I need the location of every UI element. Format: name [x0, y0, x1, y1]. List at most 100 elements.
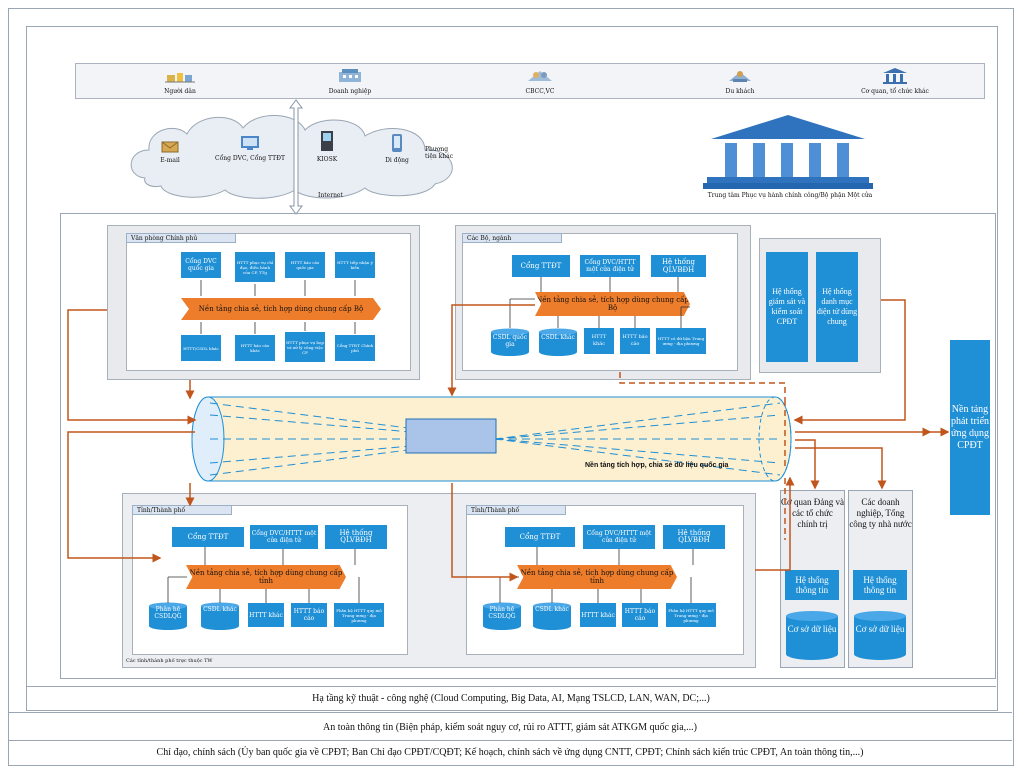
government-office-title: Văn phòng Chính phủ	[126, 233, 236, 243]
channel-other: Phương tiện khác	[425, 146, 454, 160]
prov-platform: Nền tảng chia sẻ, tích hợp dùng chung cấ…	[517, 565, 677, 589]
prov-top-box: Hệ thống QLVBĐH	[325, 525, 387, 549]
min-bottom-box: HTTT có dữ liệu Trung ương - địa phương	[656, 328, 706, 354]
prov-platform: Nền tảng chia sẻ, tích hợp dùng chung cấ…	[186, 565, 346, 589]
tourist-icon	[729, 71, 751, 82]
prov-bottom-box: Phân hệ HTTT quy mô Trung ương - địa phư…	[334, 603, 384, 627]
prov-top-box: Cổng TTĐT	[172, 527, 244, 547]
enterprises-title: Các doanh nghiệp, Tổng công ty nhà nước	[849, 497, 912, 529]
enterprises-db-label: Cơ sở dữ liệu	[855, 624, 905, 634]
gov-bottom-box: HTTT phục vụ họp và xử lý công việc CP	[285, 332, 325, 362]
user-label: CBCC,VC	[525, 88, 555, 95]
gov-top-box: HTTT tiếp nhận ý kiến	[335, 252, 375, 278]
security-label: An toàn thông tin (Biện pháp, kiểm soát …	[323, 721, 697, 733]
channel-kiosk: KIOSK	[312, 130, 342, 163]
min-top-box: Hệ thống QLVBĐH	[651, 255, 706, 277]
gov-top-box: HTTT phục vụ chỉ đạo, điều hành của CP, …	[235, 252, 275, 282]
service-center-icon	[703, 115, 873, 189]
kiosk-icon	[321, 131, 333, 151]
min-db-cylinder	[539, 328, 577, 356]
app-platform-label: Nền tảng phát triển ứng dụng CPĐT	[950, 403, 990, 451]
catalog-label: Hệ thống danh mục điện tử dùng chung	[816, 287, 858, 326]
prov-bottom-box: Phân hệ HTTT quy mô Trung ương - địa phư…	[666, 603, 716, 627]
gov-bottom-box: HTTT/CSDL khác	[181, 335, 221, 361]
user-label: Người dân	[164, 88, 196, 95]
prov-top-box: Hệ thống QLVBĐH	[663, 525, 725, 549]
province-footer: Các tỉnh/thành phố trực thuộc TW	[126, 658, 213, 664]
user-citizen: Người dân	[145, 69, 215, 95]
policy-label: Chỉ đạo, chính sách (Ủy ban quốc gia về …	[156, 746, 864, 758]
institution-icon	[883, 68, 907, 84]
user-business: Doanh nghiệp	[315, 67, 385, 95]
national-platform-pipe	[191, 396, 792, 482]
min-db-cylinder	[491, 328, 529, 356]
min-bottom-label: CSDL quốc gia	[492, 334, 528, 348]
min-top-box: Cổng DVC/HTTT một cửa điện tử	[580, 255, 640, 277]
gov-platform: Nền tảng chia sẻ, tích hợp dùng chung cấ…	[181, 298, 381, 320]
infrastructure-label: Hạ tầng kỹ thuật - công nghệ (Cloud Comp…	[312, 692, 710, 704]
channel-label: Cổng DVC, Cổng TTĐT	[215, 155, 285, 162]
monitoring-label: Hệ thống giám sát và kiểm soát CPĐT	[768, 287, 806, 326]
prov-db-cylinder	[201, 602, 239, 630]
security-bar: An toàn thông tin (Biện pháp, kiểm soát …	[8, 712, 1012, 741]
prov-bottom-box: HTTT báo cáo	[622, 603, 658, 627]
portal-icon	[241, 136, 259, 150]
user-label: Du khách	[725, 88, 755, 95]
officials-icon	[528, 71, 552, 81]
prov-top-box: Cổng DVC/HTTT một cửa điện tử	[250, 525, 318, 549]
prov-top-box: Cổng TTĐT	[505, 527, 575, 547]
min-bottom-label: CSDL khác	[541, 334, 575, 341]
gov-top-box: Cổng DVC quốc gia	[181, 252, 221, 278]
prov-connectors	[167, 547, 360, 603]
min-bottom-box: HTTT báo cáo	[620, 328, 650, 354]
province-title: Tỉnh/Thành phố	[466, 505, 566, 515]
user-tourist: Du khách	[705, 67, 775, 95]
policy-bar: Chỉ đạo, chính sách (Ủy ban quốc gia về …	[8, 740, 1012, 763]
channel-label: E-mail	[160, 157, 180, 164]
internet-arrow	[289, 99, 303, 215]
channel-label: KIOSK	[316, 156, 338, 163]
users-row: Người dân Doanh nghiệp CBCC,VC Du khách …	[75, 63, 985, 99]
inner-frame	[26, 26, 998, 711]
party-db-label: Cơ sở dữ liệu	[787, 624, 837, 634]
channel-mobile: Di động	[380, 133, 414, 164]
internet-label: Internet	[318, 192, 343, 199]
party-system: Hệ thống thông tin	[785, 570, 839, 600]
channel-email: E-mail	[150, 138, 190, 164]
prov-bottom-label: Phân hệ CSDLQG	[488, 606, 516, 620]
monitoring-system: Hệ thống giám sát và kiểm soát CPĐT	[766, 252, 808, 362]
national-platform-label: Nền tảng tích hợp, chia sẻ dữ liệu quốc …	[585, 462, 729, 469]
min-connectors	[509, 277, 690, 328]
prov-bottom-label: Phân hệ CSDLQG	[154, 606, 182, 620]
app-platform: Nền tảng phát triển ứng dụng CPĐT	[950, 340, 990, 515]
user-label: Doanh nghiệp	[328, 88, 372, 95]
min-top-box: Cổng TTĐT	[512, 255, 570, 277]
people-icon	[165, 73, 195, 83]
user-institution: Cơ quan, tổ chức khác	[850, 67, 940, 95]
outer-frame	[8, 8, 1014, 766]
min-bottom-box: HTTT khác	[584, 328, 614, 354]
gov-bottom-box: Cổng TTĐT Chính phủ	[335, 335, 375, 361]
gov-connectors	[200, 280, 356, 334]
building-icon	[339, 69, 361, 82]
party-title: Cơ quan Đảng và các tổ chức chính trị	[781, 497, 844, 529]
channels-cloud	[130, 115, 453, 199]
ministries-title: Các Bộ, ngành	[462, 233, 562, 243]
service-center-label: Trung tâm Phục vụ hành chính công/Bộ phậ…	[707, 192, 873, 199]
prov-db-cylinder	[149, 602, 187, 630]
mobile-icon	[392, 134, 402, 152]
main-area	[60, 213, 996, 679]
email-icon	[161, 141, 179, 153]
gov-top-box: HTTT báo cáo quốc gia	[285, 252, 325, 278]
prov-bottom-box: HTTT báo cáo	[291, 603, 327, 627]
channel-portal: Cổng DVC, Cổng TTĐT	[205, 135, 295, 162]
user-officials: CBCC,VC	[505, 67, 575, 95]
prov-bottom-label: CSDL khác	[535, 606, 569, 613]
prov-bottom-label: CSDL khác	[203, 606, 237, 613]
enterprises-system: Hệ thống thông tin	[853, 570, 907, 600]
prov-top-box: Cổng DVC/HTTT một cửa điện tử	[583, 525, 655, 549]
catalog-system: Hệ thống danh mục điện tử dùng chung	[816, 252, 858, 362]
infrastructure-bar: Hạ tầng kỹ thuật - công nghệ (Cloud Comp…	[26, 686, 996, 709]
prov-bottom-box: HTTT khác	[580, 603, 616, 627]
